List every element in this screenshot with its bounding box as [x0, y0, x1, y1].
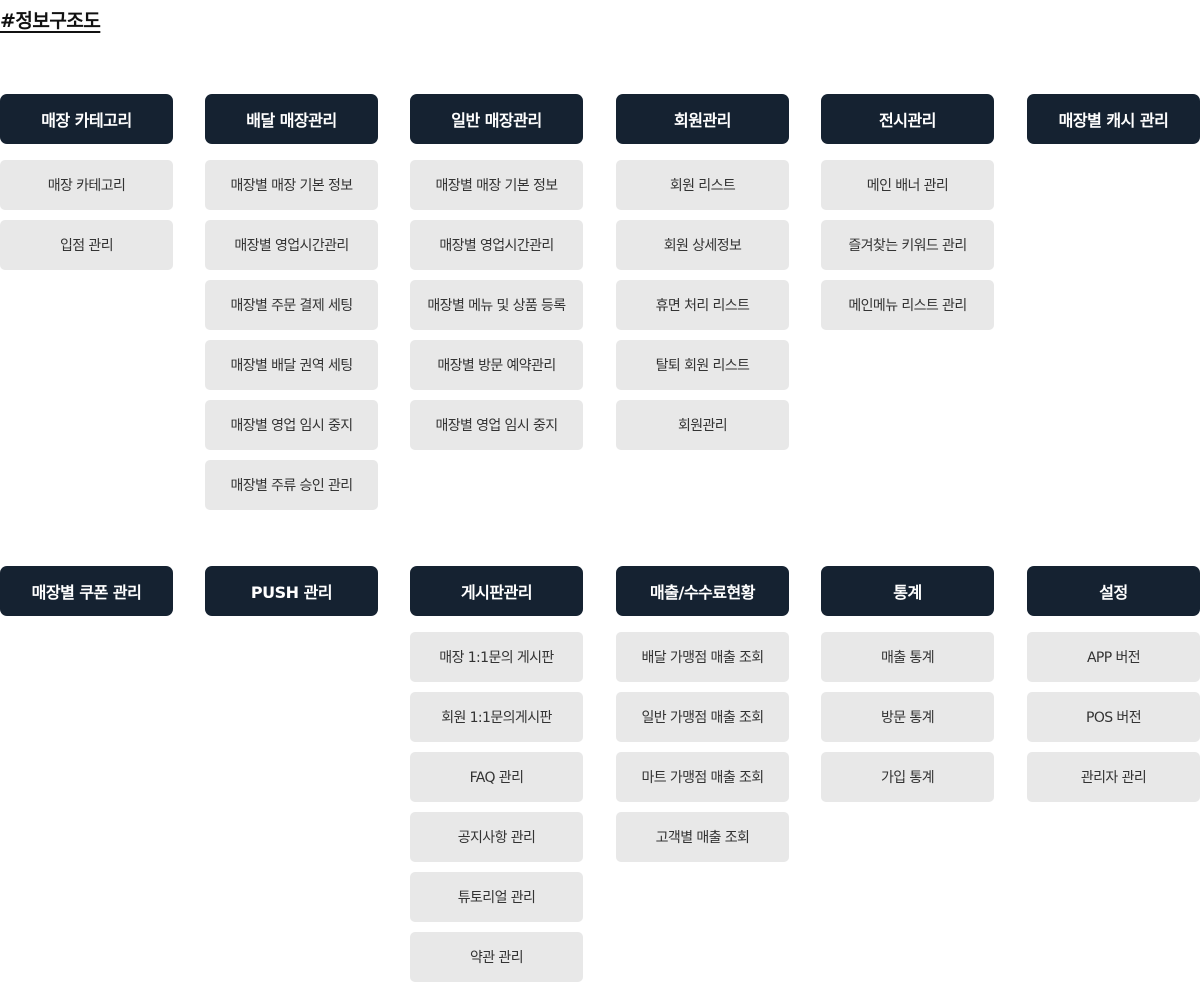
category-item[interactable]: 고객별 매출 조회	[616, 812, 789, 862]
category-item[interactable]: 메인 배너 관리	[821, 160, 994, 210]
category-item[interactable]: 회원 리스트	[616, 160, 789, 210]
category-item[interactable]: 관리자 관리	[1027, 752, 1200, 802]
category-item[interactable]: 일반 가맹점 매출 조회	[616, 692, 789, 742]
category-item[interactable]: 매장별 영업 임시 중지	[410, 400, 583, 450]
category-item[interactable]: 약관 관리	[410, 932, 583, 982]
category-item[interactable]: 회원 1:1문의게시판	[410, 692, 583, 742]
category-header[interactable]: 전시관리	[821, 94, 994, 144]
category-header[interactable]: 매장 카테고리	[0, 94, 173, 144]
category-header[interactable]: 매출/수수료현황	[616, 566, 789, 616]
category-item[interactable]: 매장별 주문 결제 세팅	[205, 280, 378, 330]
category-header[interactable]: 설정	[1027, 566, 1200, 616]
category-item[interactable]: 매장별 영업시간관리	[205, 220, 378, 270]
category-item[interactable]: 매장별 주류 승인 관리	[205, 460, 378, 510]
category-header[interactable]: 통계	[821, 566, 994, 616]
category-header[interactable]: 게시판관리	[410, 566, 583, 616]
category-item[interactable]: 가입 통계	[821, 752, 994, 802]
category-item[interactable]: 매출 통계	[821, 632, 994, 682]
category-item[interactable]: 매장 1:1문의 게시판	[410, 632, 583, 682]
category-item[interactable]: 탈퇴 회원 리스트	[616, 340, 789, 390]
category-item[interactable]: 공지사항 관리	[410, 812, 583, 862]
category-item[interactable]: 매장별 매장 기본 정보	[205, 160, 378, 210]
category-item[interactable]: 방문 통계	[821, 692, 994, 742]
category-item[interactable]: 매장별 배달 권역 세팅	[205, 340, 378, 390]
category-header[interactable]: 일반 매장관리	[410, 94, 583, 144]
category-header[interactable]: PUSH 관리	[205, 566, 378, 616]
category-item[interactable]: 메인메뉴 리스트 관리	[821, 280, 994, 330]
category-item[interactable]: 매장별 매장 기본 정보	[410, 160, 583, 210]
category-header[interactable]: 배달 매장관리	[205, 94, 378, 144]
category-item[interactable]: 매장별 메뉴 및 상품 등록	[410, 280, 583, 330]
category-item[interactable]: POS 버전	[1027, 692, 1200, 742]
category-item[interactable]: 매장별 방문 예약관리	[410, 340, 583, 390]
category-item[interactable]: 입점 관리	[0, 220, 173, 270]
category-item[interactable]: 매장 카테고리	[0, 160, 173, 210]
category-item[interactable]: FAQ 관리	[410, 752, 583, 802]
category-item[interactable]: 회원관리	[616, 400, 789, 450]
category-item[interactable]: 회원 상세정보	[616, 220, 789, 270]
category-group: 매장별 캐시 관리	[1027, 94, 1200, 144]
page-title: #정보구조도	[0, 10, 101, 32]
category-group: PUSH 관리	[205, 566, 378, 616]
category-item[interactable]: 매장별 영업시간관리	[410, 220, 583, 270]
category-item[interactable]: APP 버전	[1027, 632, 1200, 682]
category-item[interactable]: 매장별 영업 임시 중지	[205, 400, 378, 450]
category-item[interactable]: 휴면 처리 리스트	[616, 280, 789, 330]
category-header[interactable]: 매장별 쿠폰 관리	[0, 566, 173, 616]
category-header[interactable]: 매장별 캐시 관리	[1027, 94, 1200, 144]
category-item[interactable]: 튜토리얼 관리	[410, 872, 583, 922]
category-header[interactable]: 회원관리	[616, 94, 789, 144]
category-item[interactable]: 배달 가맹점 매출 조회	[616, 632, 789, 682]
category-group: 매장별 쿠폰 관리	[0, 566, 173, 616]
category-item[interactable]: 마트 가맹점 매출 조회	[616, 752, 789, 802]
category-item[interactable]: 즐겨찾는 키워드 관리	[821, 220, 994, 270]
